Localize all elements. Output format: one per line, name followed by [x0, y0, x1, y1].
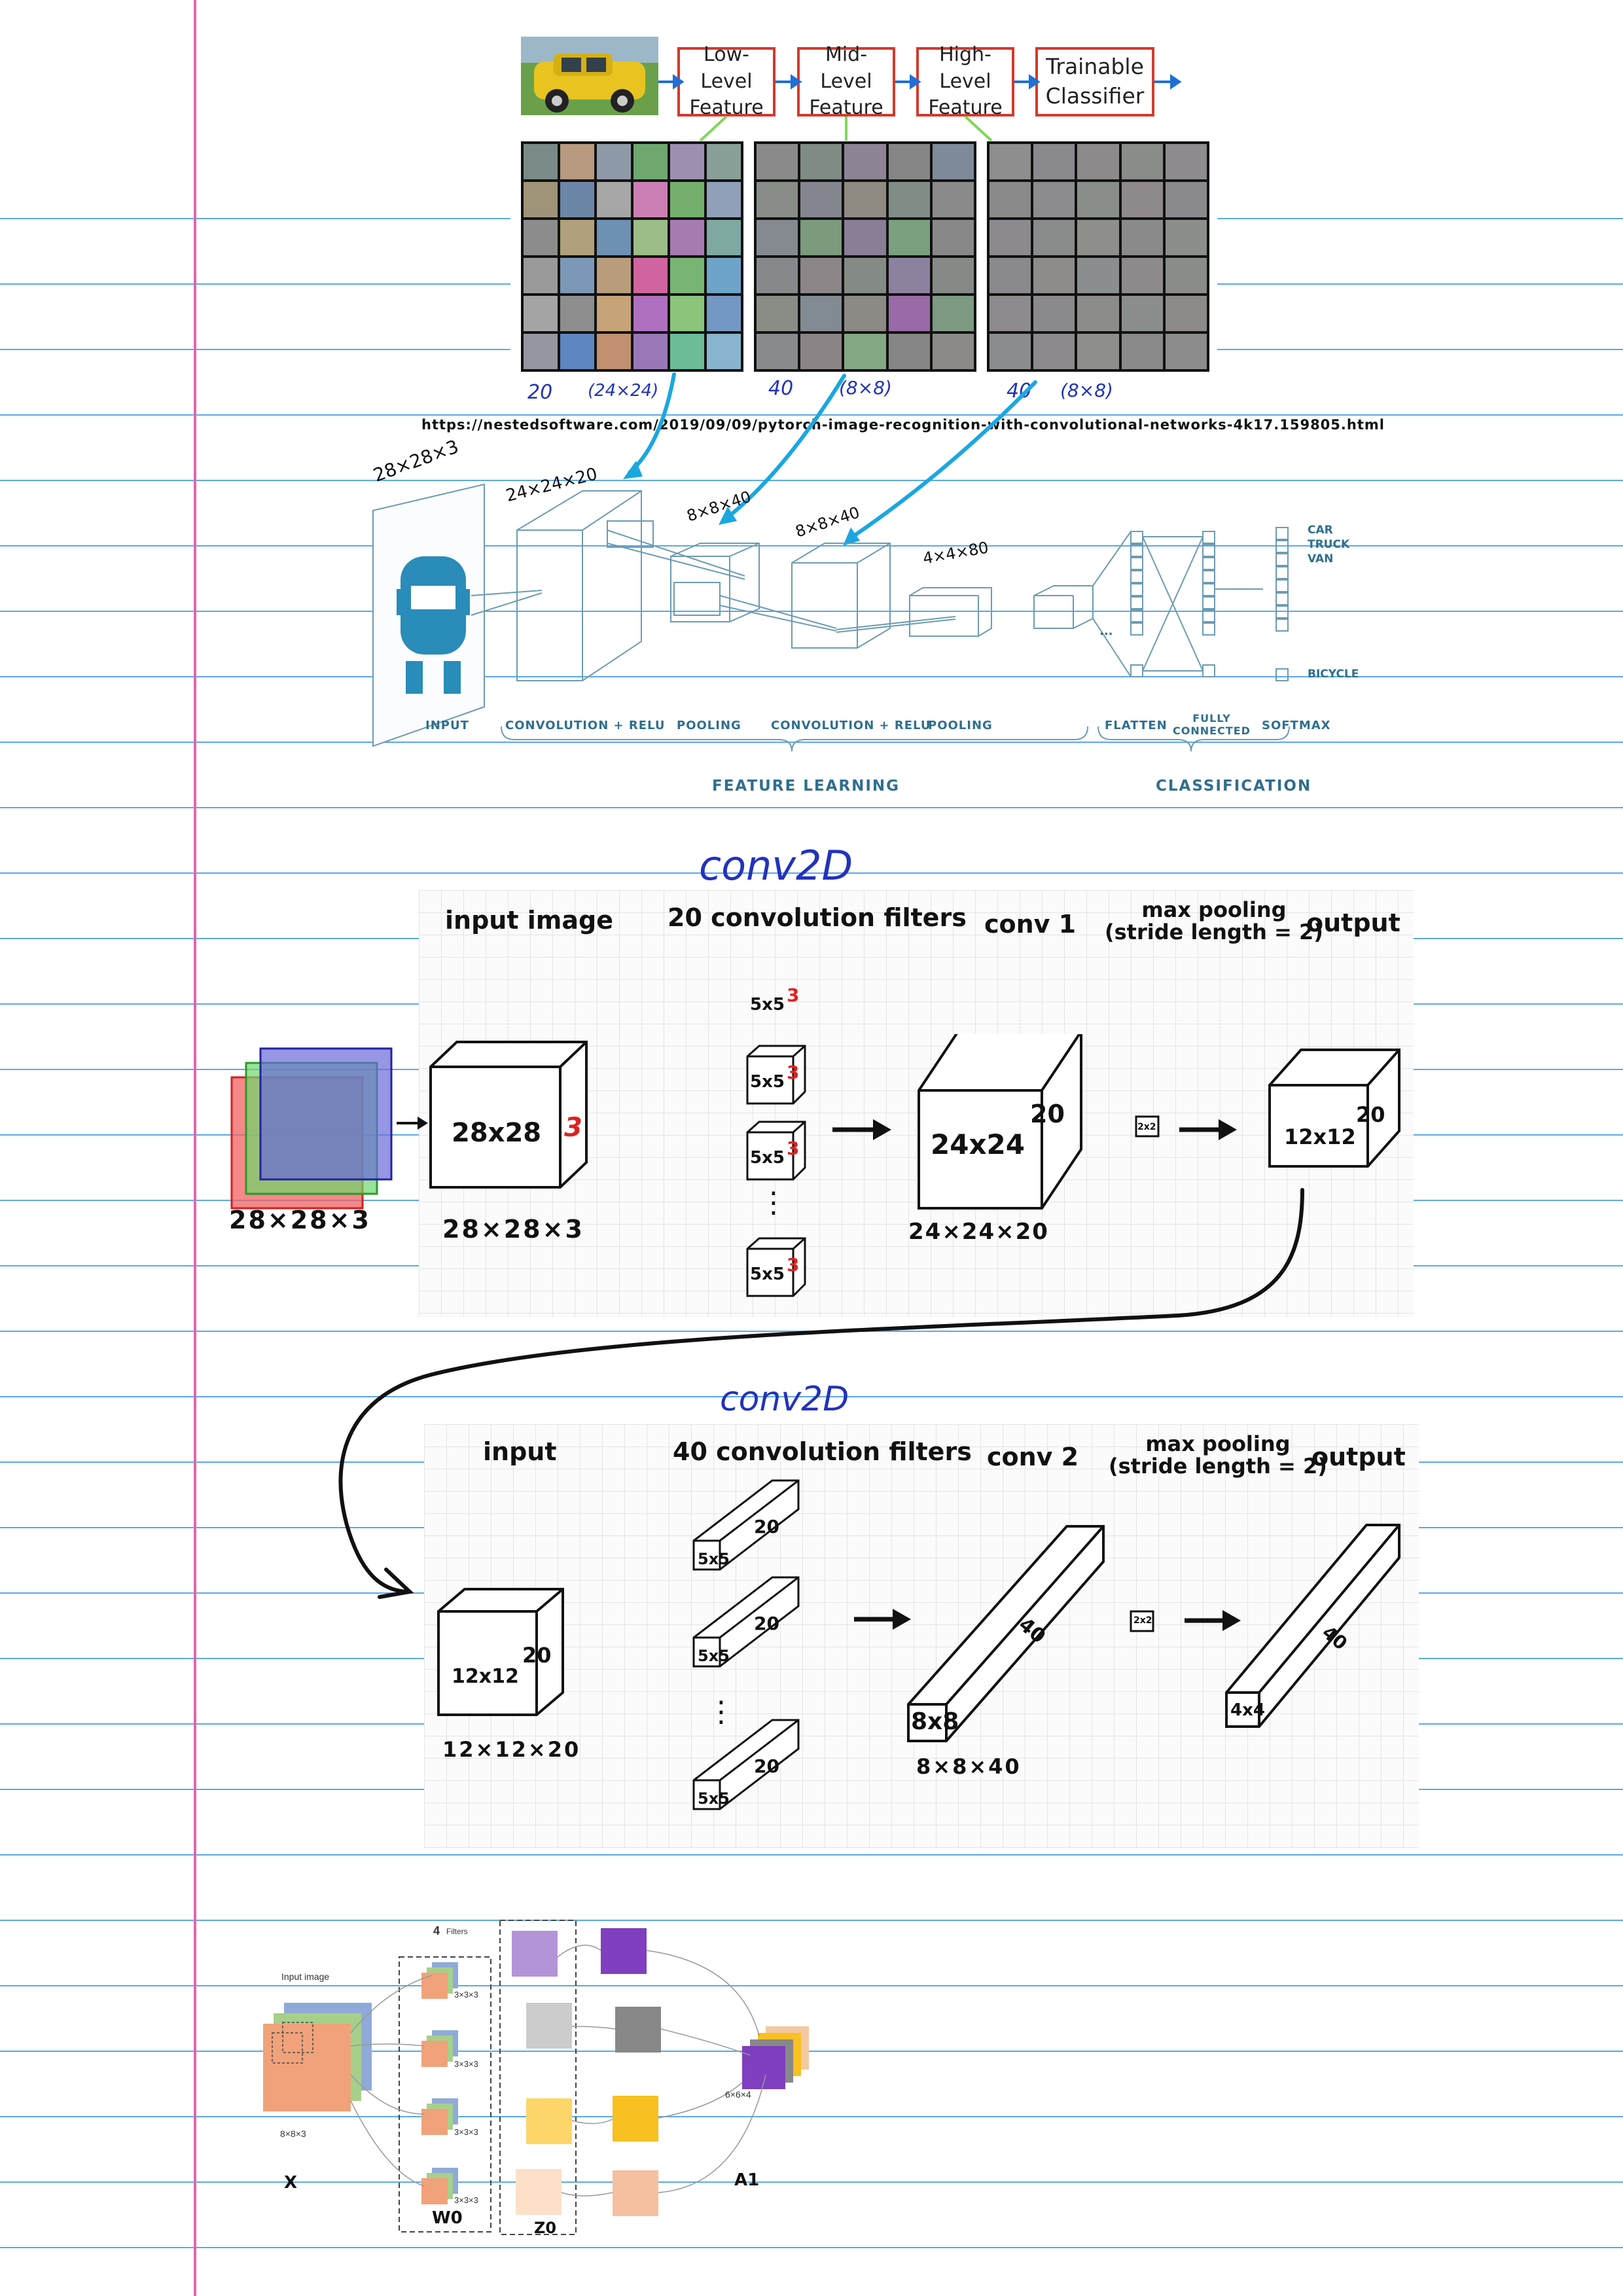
conv2-header-input: input: [483, 1437, 557, 1466]
conv2-filter-depth-1: 20: [754, 1516, 779, 1537]
conv2-header-pool: max pooling (stride length = 2): [1109, 1431, 1327, 1479]
stage-conv2: CONVOLUTION + RELU: [771, 719, 931, 732]
conv2-header-output: output: [1311, 1443, 1406, 1471]
conv2-conv-label: 8x8: [911, 1708, 959, 1735]
filter-note-1-size: (24×24): [588, 381, 659, 401]
conv2-filter-depth-2: 20: [754, 1613, 779, 1634]
filter-note-1-count: 20: [527, 381, 553, 404]
bottom-filter-size-3: 3×3×3: [454, 2127, 478, 2137]
conv1-drawing: [230, 1034, 1400, 1297]
bottom-w-label: W0: [432, 2208, 463, 2228]
conv1-filter-depth-2: 3: [787, 1062, 800, 1083]
conv2-ellipsis: ⋮: [707, 1695, 736, 1729]
conv1-out-depth: 20: [1356, 1102, 1385, 1127]
conv2-drawing: [437, 1479, 1400, 1810]
conv2-panel: [424, 1424, 1419, 1848]
low-level-filters: [521, 141, 743, 372]
flow-box-low: Low-Level Feature: [677, 43, 776, 119]
conv1-header-filters: 20 convolution filters: [668, 903, 967, 932]
conv2-hand-conv: 8×8×40: [916, 1754, 1022, 1779]
bottom-z-label: Z0: [534, 2219, 557, 2237]
conv2-header-filters: 40 convolution filters: [673, 1437, 972, 1466]
bottom-input-caption: Input image: [281, 1971, 330, 1982]
conv2-out-label: 4x4: [1230, 1700, 1265, 1720]
svg-text:...: ...: [1099, 624, 1113, 638]
conv1-filter-depth-1: 3: [787, 984, 800, 1006]
conv1-header-conv: conv 1: [984, 910, 1077, 939]
flow-box-mid: Mid-Level Feature: [797, 43, 895, 119]
conv2-in-depth: 20: [522, 1643, 552, 1668]
source-url[interactable]: https://nestedsoftware.com/2019/09/09/py…: [421, 417, 1385, 433]
flow-box-classifier: Trainable Classifier: [1035, 47, 1154, 117]
group-classification: CLASSIFICATION: [1156, 778, 1312, 795]
conv1-filter-depth-3: 3: [787, 1138, 800, 1159]
flow-box-high: High-Level Feature: [916, 43, 1014, 119]
conv1-header-pool: max pooling (stride length = 2): [1105, 897, 1323, 944]
stage-conv1: CONVOLUTION + RELU: [505, 719, 666, 732]
flow-arrows: [658, 74, 1182, 142]
conv1-ellipsis: ⋮: [759, 1186, 788, 1219]
feature-hierarchy: Low-Level Feature Mid-Level Feature High…: [510, 26, 1217, 393]
bottom-a-label: A1: [734, 2170, 760, 2190]
conv2-filter-depth-3: 20: [754, 1755, 779, 1777]
conv2-in-label: 12x12: [452, 1665, 519, 1688]
stage-input: INPUT: [425, 719, 469, 732]
bottom-filter-size-1: 3×3×3: [454, 1990, 478, 2000]
stage-softmax: SOFTMAX: [1262, 719, 1331, 732]
conv2-filter-label-3: 5x5: [698, 1789, 730, 1808]
conv1-title: conv2D: [699, 842, 853, 889]
conv1-input-cube-label: 28x28: [452, 1118, 542, 1148]
class-van: VAN: [1308, 552, 1334, 565]
high-level-filters: [987, 141, 1209, 372]
conv1-header-output: output: [1306, 908, 1400, 937]
stage-flatten: FLATTEN: [1105, 719, 1168, 732]
cnn-pipeline: ...: [372, 483, 1290, 752]
filter-note-2-count: 40: [768, 377, 794, 400]
filter-note-2-size: (8×8): [839, 377, 892, 399]
conv2-filter-label-1: 5x5: [698, 1550, 730, 1568]
class-truck: TRUCK: [1308, 538, 1350, 551]
bottom-x-label: X: [284, 2173, 298, 2193]
conv1-filter-label-1: 5x5: [750, 995, 785, 1014]
filter-note-3-size: (8×8): [1060, 380, 1113, 401]
class-bicycle: BICYCLE: [1308, 668, 1359, 681]
class-car: CAR: [1308, 524, 1333, 537]
car-photo: [521, 37, 658, 115]
conv1-hand-conv: 24×24×20: [908, 1219, 1049, 1245]
stage-pool1: POOLING: [677, 719, 741, 732]
bottom-filters-count: 4: [433, 1924, 440, 1937]
conv2-hand-in: 12×12×20: [442, 1737, 581, 1762]
stage-fc: FULLY CONNECTED: [1173, 712, 1251, 738]
conv1-header-input: input image: [445, 906, 613, 935]
stage-pool2: POOLING: [928, 719, 993, 732]
conv1-filter-label-3: 5x5: [750, 1148, 785, 1168]
conv1-filter-depth-4: 3: [787, 1254, 800, 1276]
conv1-pool-label: 2x2: [1137, 1122, 1156, 1132]
bottom-out-size: 6×6×4: [725, 2089, 751, 2100]
bottom-input-size: 8×8×3: [280, 2128, 306, 2139]
group-feature-learning: FEATURE LEARNING: [712, 778, 901, 795]
conv1-input-depth: 3: [564, 1113, 582, 1143]
conv2-filter-label-2: 5x5: [698, 1647, 730, 1665]
conv2-header-conv: conv 2: [987, 1443, 1079, 1471]
conv1-filter-label-4: 5x5: [750, 1265, 785, 1284]
bottom-conv-illustration: [263, 1920, 809, 2235]
conv2-pool-label: 2x2: [1133, 1615, 1152, 1626]
conv2-title: conv2D: [720, 1380, 849, 1419]
conv1-out-label: 12x12: [1284, 1124, 1356, 1149]
bottom-filter-size-2: 3×3×3: [454, 2059, 478, 2069]
mid-level-filters: [754, 141, 976, 372]
conv1-filter-label-2: 5x5: [750, 1072, 785, 1092]
conv1-conv-label: 24x24: [931, 1128, 1025, 1160]
bottom-filter-size-4: 3×3×3: [454, 2195, 478, 2205]
conv1-hand-input: 28×28×3: [229, 1206, 371, 1234]
bottom-filters-word: Filters: [446, 1927, 468, 1936]
conv1-hand-cube: 28×28×3: [442, 1215, 584, 1244]
conv1-conv-depth: 20: [1030, 1100, 1065, 1128]
